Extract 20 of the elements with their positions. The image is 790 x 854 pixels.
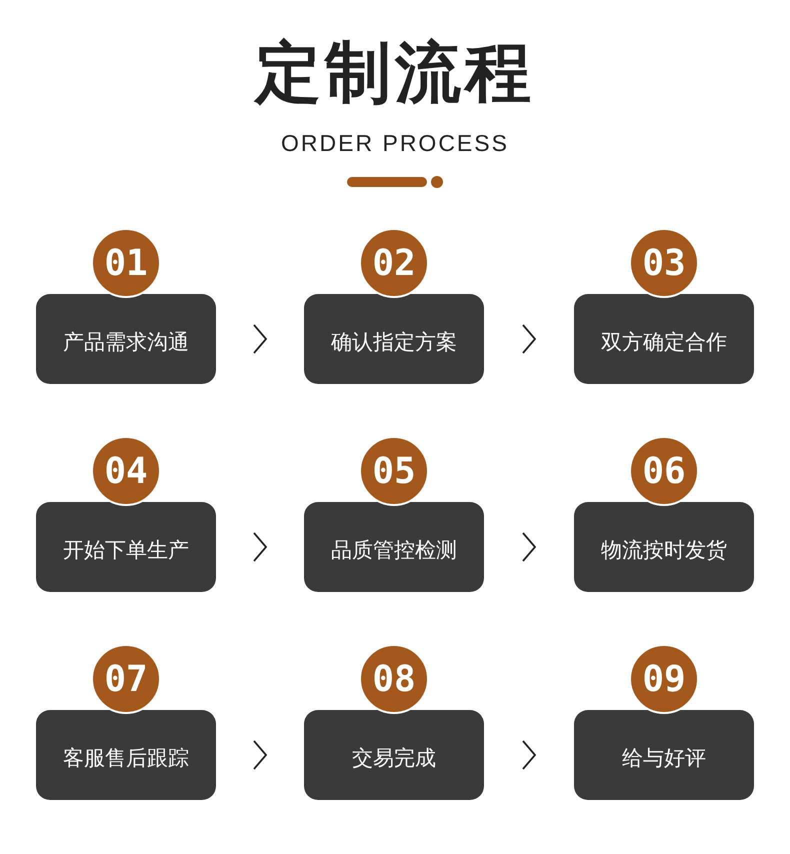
number-badge: 08 bbox=[359, 644, 429, 714]
number-badge: 06 bbox=[629, 436, 699, 506]
step-box: 交易完成 bbox=[304, 710, 484, 800]
step-box: 物流按时发货 bbox=[574, 502, 754, 592]
number-badge: 05 bbox=[359, 436, 429, 506]
number-badge: 09 bbox=[629, 644, 699, 714]
step-box: 品质管控检测 bbox=[304, 502, 484, 592]
number-badge: 02 bbox=[359, 228, 429, 298]
step-box: 确认指定方案 bbox=[304, 294, 484, 384]
step-box: 开始下单生产 bbox=[36, 502, 216, 592]
number-badge: 03 bbox=[629, 228, 699, 298]
number-badge: 07 bbox=[91, 644, 161, 714]
number-badge: 04 bbox=[91, 436, 161, 506]
step-box: 产品需求沟通 bbox=[36, 294, 216, 384]
number-badge: 01 bbox=[91, 228, 161, 298]
title: 定制流程 bbox=[252, 33, 536, 113]
step-box: 客服售后跟踪 bbox=[36, 710, 216, 800]
step-box: 给与好评 bbox=[574, 710, 754, 800]
step-box: 双方确定合作 bbox=[574, 294, 754, 384]
subtitle: ORDER PROCESS bbox=[280, 130, 510, 157]
